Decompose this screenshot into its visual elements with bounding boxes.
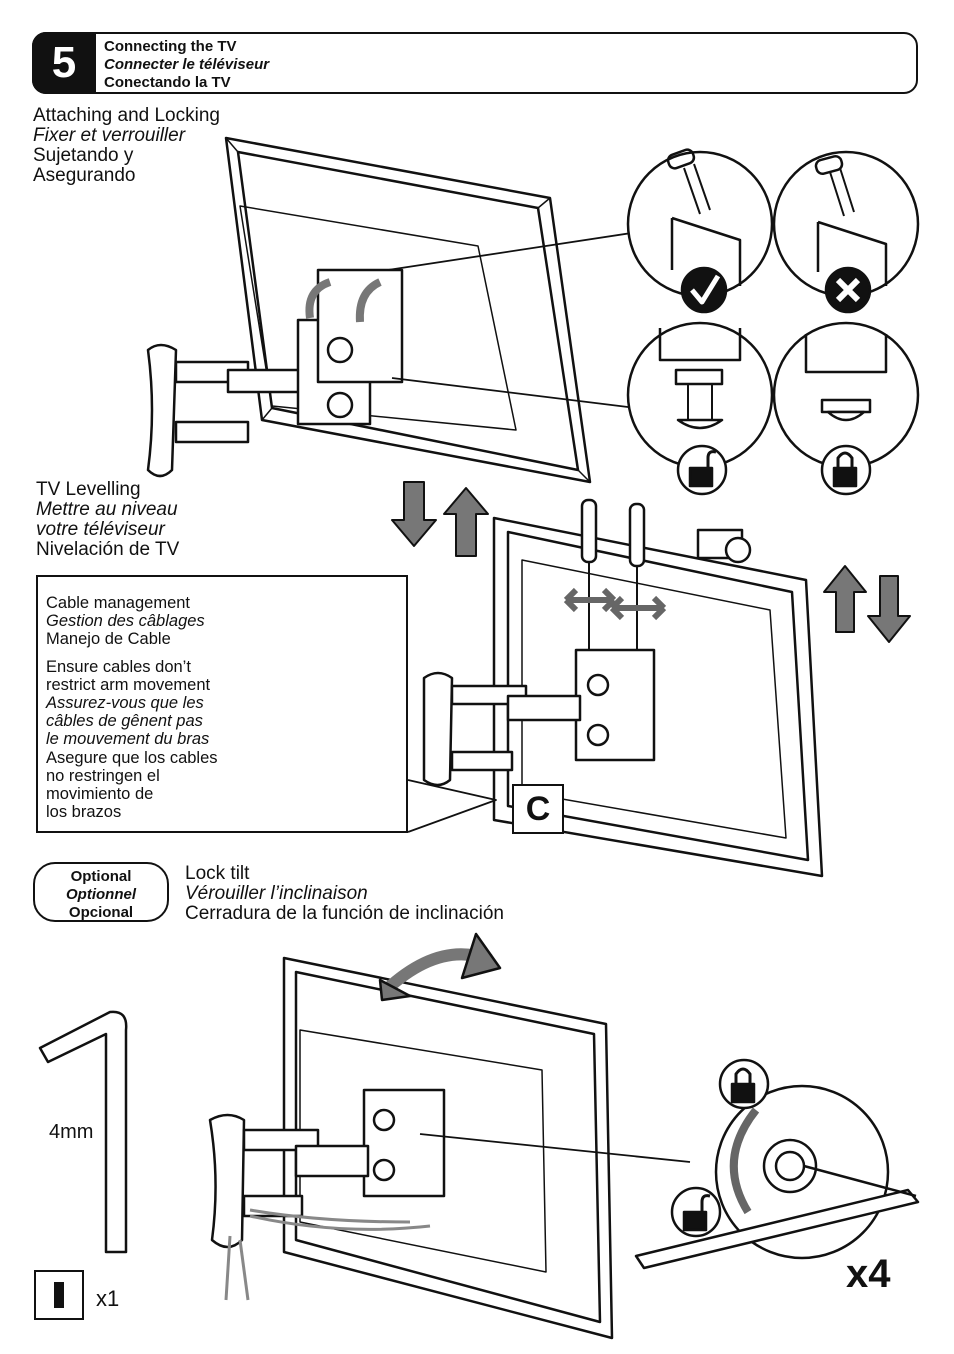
cable-ensure-en-1: Ensure cables don’t (46, 657, 191, 676)
cable-title-en: Cable management (46, 594, 191, 612)
levelling-fr-1: Mettre au niveau (36, 499, 178, 520)
cable-management-text: Cable management Gestion des câblages Ma… (46, 594, 218, 821)
step-titles: Connecting the TV Connecter le téléviseu… (104, 38, 269, 92)
step-title-fr: Connecter le téléviseur (104, 56, 270, 73)
attach-caption: Attaching and Locking Fixer et verrouill… (33, 106, 220, 186)
cable-ensure-es-1: Asegure que los cables (46, 748, 218, 767)
cable-ensure-es-4: los brazos (46, 803, 122, 822)
step-title-en: Connecting the TV (104, 38, 237, 55)
cable-title-fr: Gestion des câblages (46, 612, 205, 631)
part-i-icon (34, 1270, 84, 1320)
cable-ensure-fr-1: Assurez-vous que les (46, 694, 204, 713)
lock-tilt-fr: Vérouiller l’inclinaison (185, 883, 368, 904)
levelling-caption: TV Levelling Mettre au niveau votre télé… (36, 480, 179, 560)
optional-en: Optional (70, 868, 132, 885)
attach-es-2: Asegurando (33, 165, 136, 186)
cable-ensure-fr-2: câbles de gênent pas (46, 712, 203, 731)
lock-tilt-en: Lock tilt (185, 863, 250, 884)
cable-management-panel (36, 575, 408, 833)
levelling-fr-2: votre téléviseur (36, 519, 165, 540)
cable-ensure-es-2: no restringen el (46, 766, 160, 785)
allen-key-size: 4mm (49, 1121, 94, 1143)
wall-arm-top-icon (146, 268, 404, 478)
optional-fr: Optionnel (66, 886, 136, 903)
levelling-en: TV Levelling (36, 479, 141, 500)
attach-es-1: Sujetando y (33, 145, 134, 166)
cable-ensure-fr-3: le mouvement du bras (46, 730, 210, 749)
attach-en: Attaching and Locking (33, 105, 220, 126)
lock-tilt-es: Cerradura de la función de inclinación (185, 903, 504, 924)
cable-ensure-es-3: movimiento de (46, 785, 154, 804)
part-quantity: x1 (96, 1286, 120, 1311)
levelling-es: Nivelación de TV (36, 539, 180, 560)
optional-badge: Optional Optionnel Opcional (33, 862, 169, 922)
callout-c-label: C (512, 784, 564, 834)
cable-ensure-en-2: restrict arm movement (46, 675, 211, 694)
optional-es: Opcional (68, 904, 134, 921)
repeat-count: x4 (846, 1252, 891, 1296)
tv-top-icon (224, 136, 592, 484)
lock-tilt-caption: Lock tilt Vérouiller l’inclinaison Cerra… (185, 864, 504, 924)
cable-title-es: Manejo de Cable (46, 630, 171, 649)
step-title-es: Conectando la TV (104, 74, 231, 91)
step-number: 5 (32, 32, 96, 94)
attach-fr: Fixer et verrouiller (33, 125, 186, 146)
